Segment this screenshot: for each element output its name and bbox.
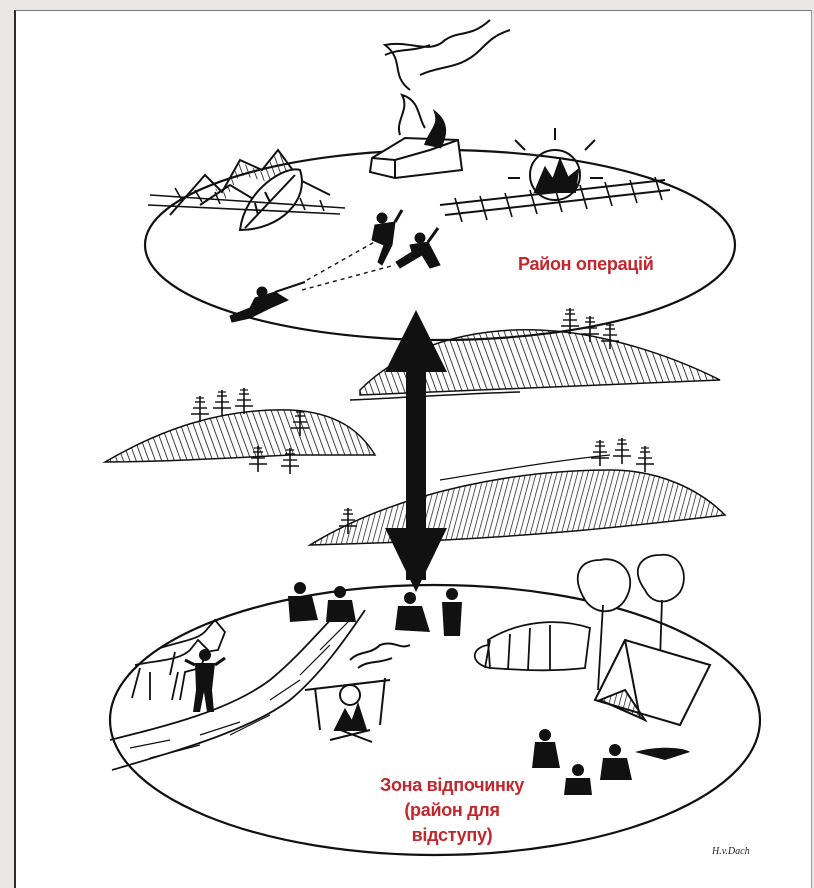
soldier-group-icon [532,729,690,795]
horse-icon [131,618,227,701]
double-arrow-icon [385,310,447,592]
tarp-icon [473,621,591,672]
rest-zone-ellipse [108,583,762,857]
rest-zone-label-line1: Зона відпочинку [380,775,524,795]
stream-icon [109,609,366,771]
sniper-icon [229,281,306,323]
railway-icon [439,176,671,223]
rest-zone [108,554,762,857]
operations-area [143,19,737,342]
soldier-icon [184,649,226,712]
campfire-icon [304,642,411,743]
explosion-icon [508,128,603,201]
rest-zone-label-line2: (район для відступу) [404,800,500,845]
operations-area-label: Район операцій [518,254,654,274]
tree-icon [576,554,685,691]
artist-signature: H.v.Dach [712,846,750,857]
soldier-icon [371,209,441,269]
line-of-sight [299,239,396,291]
tent-icon [593,638,712,727]
road-icon [147,187,346,215]
soldier-group-icon [288,582,462,636]
bush-icon [238,168,303,232]
rest-zone-label: Зона відпочинку (район для відступу) [372,773,532,848]
burning-house-icon [368,19,511,180]
